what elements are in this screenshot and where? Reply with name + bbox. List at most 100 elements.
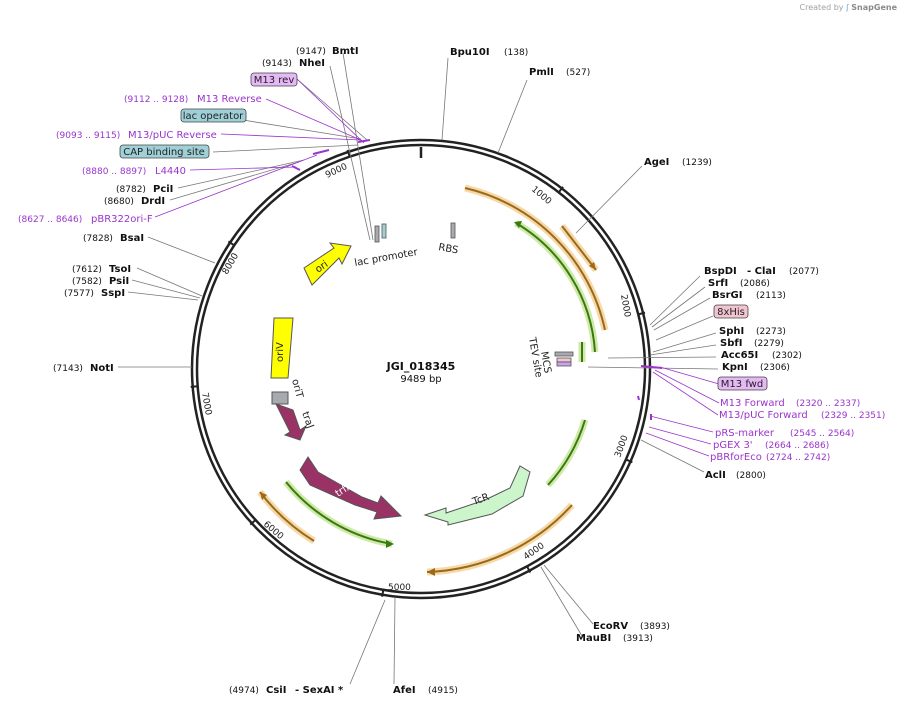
feature-8xHis[interactable] <box>556 357 572 363</box>
orf-left-inner-arrow <box>386 540 394 548</box>
feature-trfA[interactable] <box>299 456 403 520</box>
site-pos-KpnI: (2306) <box>760 363 790 373</box>
primer-labels: (9112 .. 9128) M13 Reverse (9093 .. 9115… <box>18 94 885 463</box>
box-CAP-binding-site[interactable] <box>119 144 210 159</box>
site-BsaI[interactable]: BsaI <box>120 233 144 244</box>
feature-MCS[interactable] <box>556 361 572 367</box>
feature-ori[interactable] <box>303 242 352 286</box>
site-AgeI[interactable]: AgeI <box>644 157 669 168</box>
box-8xHis[interactable] <box>713 304 749 319</box>
site-pos-SspI: (7577) <box>64 289 94 299</box>
site-ClaI[interactable]: - ClaI <box>747 266 776 277</box>
leader-lines <box>118 52 719 685</box>
primer-pos-M13-Reverse: (9112 .. 9128) <box>124 95 188 105</box>
plasmid-name: JGI_018345 <box>386 360 456 373</box>
orf-inner-right-halo <box>545 418 589 488</box>
primer-leader-lines <box>154 78 720 457</box>
site-SrfI[interactable]: SrfI <box>708 278 728 289</box>
feature-TEV-site[interactable] <box>554 351 574 357</box>
site-AfeI[interactable]: AfeI <box>393 685 416 696</box>
tick-label-2000: 2000 <box>618 294 632 319</box>
primer-pRS-marker[interactable]: pRS-marker <box>715 428 775 439</box>
site-pos-NotI: (7143) <box>53 364 83 374</box>
site-TsoI[interactable]: TsoI <box>109 264 131 275</box>
tick-label-5000: 5000 <box>388 583 411 593</box>
site-NheI[interactable]: NheI <box>299 58 325 69</box>
tick-label-7000: 7000 <box>199 392 213 417</box>
site-PmlI[interactable]: PmlI <box>529 67 554 78</box>
enzyme-labels: (9147) BmtI (9143) NheI Bpu10I (138) Pml… <box>53 46 819 696</box>
site-pos-MauBI: (3913) <box>623 634 653 644</box>
feature-oriV[interactable] <box>270 317 294 379</box>
site-pos-ClaI: (2077) <box>789 267 819 277</box>
primer-pos-pRS-marker: (2545 .. 2564) <box>790 429 854 439</box>
primer-pos-M13-pUC-Forward: (2329 .. 2351) <box>821 411 885 421</box>
snapgene-credit: Created by ʃ SnapGene <box>800 3 898 12</box>
site-BmtI[interactable]: BmtI <box>332 46 359 57</box>
site-pos-CsiI: (4974) <box>229 686 259 696</box>
site-SbfI[interactable]: SbfI <box>720 338 742 349</box>
credit-prefix: Created by <box>799 3 844 12</box>
feature-oriT[interactable] <box>271 391 289 405</box>
feature-label-MCS: MCS <box>538 351 553 375</box>
site-DrdI[interactable]: DrdI <box>141 196 165 207</box>
box-M13-fwd[interactable] <box>717 376 768 391</box>
site-BsrGI[interactable]: BsrGI <box>712 290 742 301</box>
primer-pBRforEco[interactable]: pBRforEco <box>710 452 762 463</box>
feature-lac-promoter[interactable] <box>374 225 380 243</box>
tick-mark <box>381 589 385 597</box>
tick-mark <box>346 149 351 157</box>
orf-inner-top <box>515 222 596 353</box>
site-EcoRV[interactable]: EcoRV <box>593 621 628 632</box>
site-SexAI[interactable]: - SexAI * <box>295 685 344 696</box>
tick-mark <box>526 565 532 573</box>
primer-M13-Forward[interactable]: M13 Forward <box>720 398 785 409</box>
orf-arc-small <box>561 225 597 271</box>
site-SphI[interactable]: SphI <box>719 326 744 337</box>
site-CsiI[interactable]: CsiI <box>266 685 286 696</box>
feature-RBS[interactable] <box>450 222 456 239</box>
primer-M13-Reverse[interactable]: M13 Reverse <box>197 94 262 105</box>
feature-TcR[interactable] <box>423 465 531 526</box>
site-pos-BmtI: (9147) <box>296 47 326 57</box>
box-M13-rev[interactable] <box>250 72 298 87</box>
orf-arcs <box>257 184 609 576</box>
feature-lac-operator[interactable] <box>381 223 387 239</box>
site-pos-EcoRV: (3893) <box>640 622 670 632</box>
features <box>270 222 574 526</box>
tick-mark <box>190 385 198 388</box>
primer-M13-pUC-Reverse[interactable]: M13/pUC Reverse <box>128 130 217 141</box>
box-label-8xHis: 8xHis <box>717 307 745 318</box>
feature-label-oriV: oriV <box>275 342 286 362</box>
primer-pGEX-3[interactable]: pGEX 3' <box>713 440 753 451</box>
primer-M13-pUC-Forward[interactable]: M13/pUC Forward <box>719 410 808 421</box>
site-SspI[interactable]: SspI <box>101 288 125 299</box>
site-pos-PciI: (8782) <box>116 185 146 195</box>
site-Bpu10I[interactable]: Bpu10I <box>450 47 490 58</box>
primer-pos-pBRforEco: (2724 .. 2742) <box>766 453 830 463</box>
site-PciI[interactable]: PciI <box>153 184 173 195</box>
primer-pBR322ori-F[interactable]: pBR322ori-F <box>91 214 153 225</box>
tick-label-1000: 1000 <box>529 185 553 208</box>
site-BspDI[interactable]: BspDI <box>704 266 737 277</box>
credit-brand: SnapGene <box>851 3 897 12</box>
site-MauBI[interactable]: MauBI <box>576 633 611 644</box>
box-label-CAP-binding-site: CAP binding site <box>123 147 205 158</box>
site-NotI[interactable]: NotI <box>90 363 114 374</box>
site-KpnI[interactable]: KpnI <box>722 362 748 373</box>
site-pos-Bpu10I: (138) <box>504 48 528 58</box>
feature-traJ[interactable] <box>274 403 308 441</box>
orf-inner-arrow <box>514 221 522 228</box>
site-PsiI[interactable]: PsiI <box>109 276 129 287</box>
backbone-inner <box>195 143 647 595</box>
site-pos-DrdI: (8680) <box>104 197 134 207</box>
primer-L4440[interactable]: L4440 <box>155 166 186 177</box>
site-Acc65I[interactable]: Acc65I <box>721 350 758 361</box>
primer-pos-pBR322ori-F: (8627 .. 8646) <box>18 215 82 225</box>
orf-left-inner <box>285 481 393 545</box>
box-lac-operator[interactable] <box>180 108 247 123</box>
primer-pos-M13-Forward: (2320 .. 2337) <box>796 399 860 409</box>
site-AclI[interactable]: AclI <box>705 470 726 481</box>
feature-label-traJ: traJ <box>299 410 315 430</box>
